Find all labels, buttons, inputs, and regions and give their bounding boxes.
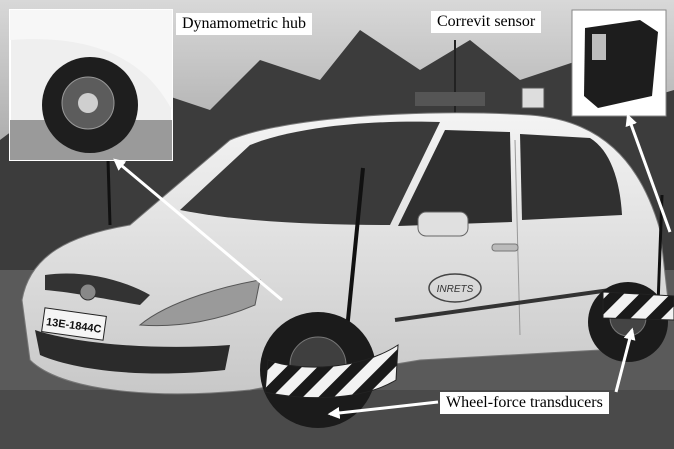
grille <box>45 273 150 305</box>
annotation-arrows <box>113 113 672 419</box>
front-wheel-rod <box>343 167 365 351</box>
arrow-icon <box>625 113 672 233</box>
rear-transducer-guard <box>602 291 674 321</box>
license-plate <box>41 307 107 341</box>
side-mirror <box>417 211 469 237</box>
lower-intake <box>35 330 230 374</box>
rear-rod <box>106 159 112 226</box>
rear-wheel-rod <box>656 194 664 306</box>
label-dynamometric-hub: Dynamometric hub <box>176 13 312 35</box>
rear-side-window <box>520 134 622 220</box>
inrets-logo-badge <box>428 273 482 303</box>
inrets-logo-text: INRETS <box>437 284 474 295</box>
hub-inset <box>9 9 173 161</box>
side-molding <box>394 288 611 322</box>
front-transducer-guard <box>264 344 399 399</box>
sensor-inset <box>571 9 667 117</box>
brand-emblem <box>79 283 97 301</box>
front-side-window <box>398 130 512 226</box>
label-wheel-force-transducers: Wheel-force transducers <box>440 392 609 414</box>
roof-rack <box>415 92 485 106</box>
arrow-icon <box>614 327 636 393</box>
arrow-icon <box>113 158 283 302</box>
arrow-icon <box>327 400 439 419</box>
label-correvit-sensor: Correvit sensor <box>431 11 542 33</box>
roof-panel <box>521 87 545 109</box>
door-handle <box>491 243 519 252</box>
windshield <box>180 121 440 225</box>
